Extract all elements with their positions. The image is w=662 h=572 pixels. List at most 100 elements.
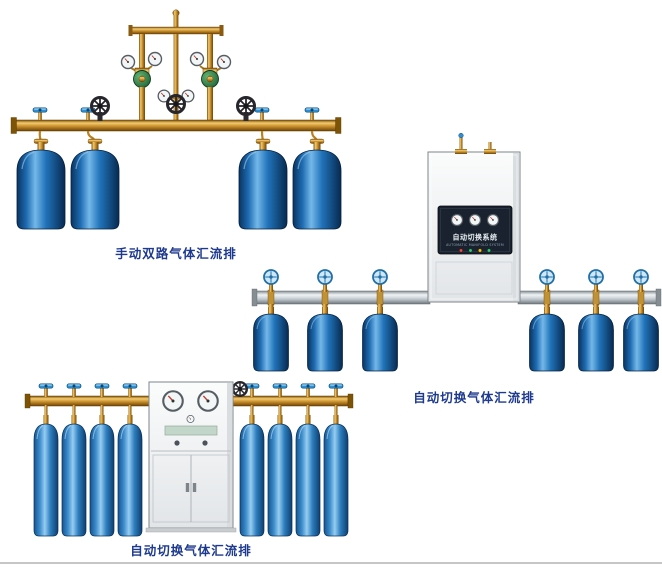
indicator-led <box>468 248 473 253</box>
gas-cylinder <box>16 138 66 230</box>
indicator-led <box>487 248 491 253</box>
shutoff-handwheel <box>90 96 110 116</box>
product-image-auto-switch-wall: 自动切换系统 AUTOMATIC MANIFOLD SYSTEM <box>251 132 662 372</box>
pressure-gauge <box>120 54 136 70</box>
cylinder-station <box>529 269 565 372</box>
cylinder-valve-handle <box>94 383 110 389</box>
gas-cylinder <box>295 414 321 537</box>
panel-subtitle: AUTOMATIC MANIFOLD SYSTEM <box>446 243 504 247</box>
pressure-gauge <box>197 390 219 412</box>
cylinder-station <box>33 383 59 537</box>
cylinder-station <box>89 383 115 537</box>
top-valve-knob <box>458 132 464 139</box>
shutoff-handwheel <box>236 96 256 116</box>
panel-gauge <box>486 213 500 227</box>
gas-cylinder <box>238 138 288 230</box>
gas-cylinder <box>253 306 289 372</box>
gas-regulator <box>133 67 151 88</box>
pipe-cap <box>128 25 133 36</box>
pipe-cap <box>10 117 17 134</box>
cabinet-door-outline <box>435 261 513 295</box>
gas-cylinder <box>623 306 659 372</box>
door-handle <box>185 483 190 492</box>
pressure-gauge <box>147 51 163 67</box>
caption-auto-switch-floor: 自动切换气体汇流排 <box>130 543 252 558</box>
drop-pipe <box>139 34 145 70</box>
cylinder-station <box>323 383 349 537</box>
cylinder-valve-handle <box>272 383 288 389</box>
cylinder-valve-handle <box>328 383 344 389</box>
panel-gauge <box>450 213 464 227</box>
gas-cylinder <box>529 306 565 372</box>
cylinder-valve-handle <box>32 107 48 113</box>
pressure-gauge <box>162 390 184 412</box>
gas-cylinder <box>239 414 265 537</box>
cabinet-side-shade <box>227 383 232 527</box>
pressure-gauge <box>186 415 195 423</box>
indicator-led <box>459 248 463 253</box>
gas-cylinder <box>578 306 614 372</box>
valve-handwheel <box>372 269 388 285</box>
top-fitting <box>484 149 496 154</box>
cabinet-vent-panel <box>164 425 218 436</box>
cylinder-station <box>239 383 265 537</box>
caption-manual-dual-manifold: 手动双路气体汇流排 <box>115 246 237 261</box>
gas-cylinder <box>33 414 59 537</box>
floor-cabinet <box>145 381 237 533</box>
pressure-gauge <box>216 54 232 70</box>
cylinder-valve-handle <box>304 107 320 113</box>
top-fitting <box>455 149 467 154</box>
cylinder-station <box>307 269 343 372</box>
cylinder-valve-handle <box>38 383 54 389</box>
gas-cylinder <box>307 306 343 372</box>
regulator-station-right <box>189 51 232 121</box>
control-knob <box>202 440 208 446</box>
pipe-cap <box>655 288 662 307</box>
regulator-station-left <box>120 51 163 121</box>
door-handle <box>192 483 197 492</box>
valve-handwheel <box>588 269 604 285</box>
gas-cylinder <box>61 414 87 537</box>
drop-pipe <box>139 87 145 121</box>
top-pipe <box>488 142 492 152</box>
valve-handwheel <box>263 269 279 285</box>
shutoff-valves <box>90 94 256 121</box>
cylinder-connection-valves <box>32 107 320 120</box>
cylinder-station <box>117 383 143 537</box>
gas-cylinder <box>70 138 120 230</box>
product-image-manual-dual-manifold <box>10 9 342 230</box>
gas-cylinder <box>89 414 115 537</box>
panel-gauge <box>468 213 482 227</box>
panel-title: 自动切换系统 <box>453 233 498 242</box>
pigtail-hoses <box>38 130 319 144</box>
manifold-pipe <box>10 117 342 134</box>
header-pipe <box>131 26 221 35</box>
pipe-cap <box>251 288 258 307</box>
cylinder-valve-handle <box>122 383 138 389</box>
shutoff-handwheel <box>166 94 186 114</box>
cabinet-side-shade <box>513 153 519 301</box>
caption-auto-switch-wall: 自动切换气体汇流排 <box>413 390 535 405</box>
pressure-gauge <box>189 51 205 67</box>
drop-pipe <box>207 87 213 121</box>
cylinder-station <box>362 269 398 372</box>
riser-pipe <box>173 15 179 28</box>
cylinder-station <box>578 269 614 372</box>
pipe-cap <box>24 393 31 409</box>
cylinder-station <box>623 269 659 372</box>
control-panel: 自动切换系统 AUTOMATIC MANIFOLD SYSTEM <box>437 205 513 255</box>
gas-cylinder <box>362 306 398 372</box>
top-tee-assembly <box>128 9 224 121</box>
valve-handwheel <box>539 269 555 285</box>
valve-handwheel <box>633 269 649 285</box>
cylinder-station <box>267 383 293 537</box>
shutoff-handwheel <box>231 381 249 397</box>
gas-cylinder <box>292 138 342 230</box>
indicator-led <box>478 248 482 253</box>
cylinder-station <box>61 383 87 537</box>
control-knob <box>174 440 180 446</box>
pipe-cap <box>347 393 354 409</box>
cabinet-base <box>145 527 237 533</box>
